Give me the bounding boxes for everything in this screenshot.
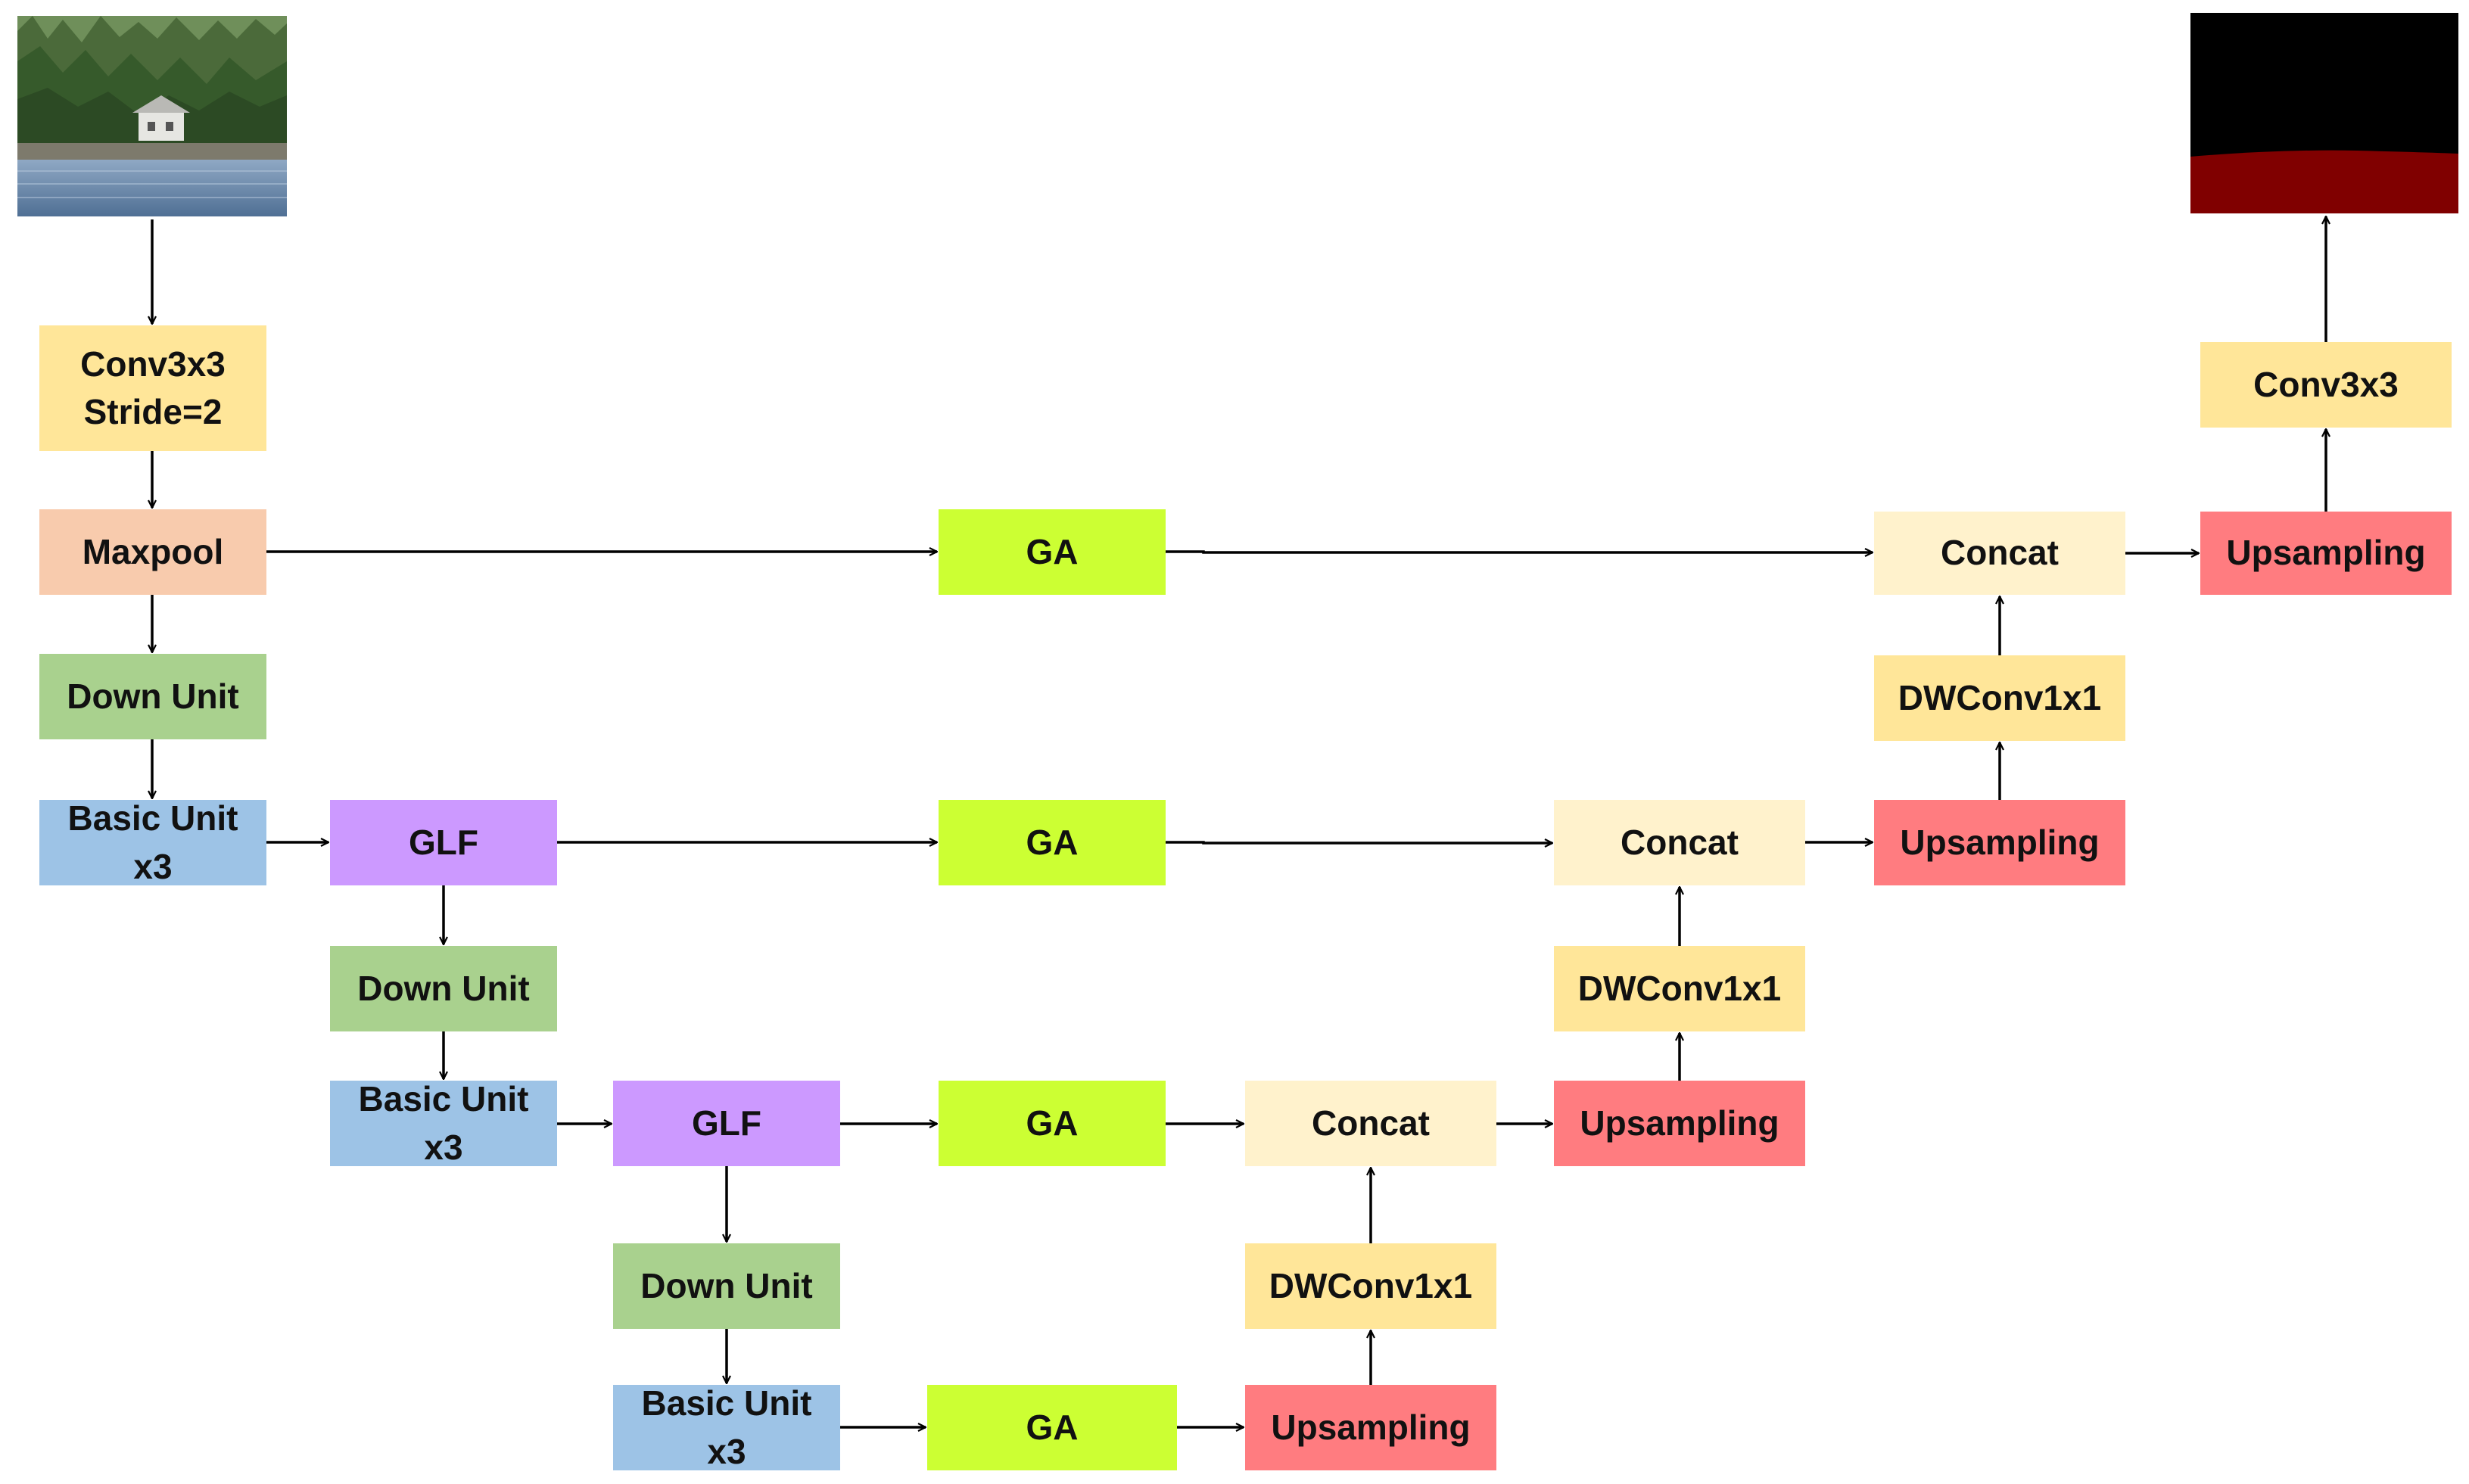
block-label: GA (1026, 1103, 1079, 1143)
block-label: Conv3x3 (2253, 364, 2399, 404)
block-label: GA (1026, 822, 1079, 862)
upsampling-1-block: Upsampling (1245, 1385, 1496, 1470)
down-unit-1-block: Down Unit (39, 654, 266, 739)
lake-house-photo-icon (17, 16, 287, 216)
block-label: GA (1026, 1407, 1079, 1447)
dwconv-1-block: DWConv1x1 (1245, 1243, 1496, 1329)
ga-3-block: GA (939, 1081, 1166, 1166)
block-label: Down Unit (640, 1265, 813, 1305)
block-label: GA (1026, 531, 1079, 571)
block-label: Upsampling (1900, 822, 2100, 862)
block-label: Maxpool (82, 531, 224, 571)
block-label: GLF (409, 822, 478, 862)
basic-unit-2-block: Basic Unit x3 (330, 1079, 557, 1167)
ga-4-block: GA (927, 1385, 1177, 1470)
arrow-ga2-to-concat2 (1166, 842, 1552, 843)
down-unit-3-block: Down Unit (613, 1243, 840, 1329)
upsampling-4-block: Upsampling (2200, 512, 2452, 595)
upsampling-2-block: Upsampling (1554, 1081, 1805, 1166)
block-label: Upsampling (2226, 533, 2426, 573)
block-label: Down Unit (357, 968, 530, 1008)
block-label: GLF (692, 1103, 761, 1143)
dwconv-3-block: DWConv1x1 (1874, 655, 2125, 741)
block-label: Down Unit (67, 676, 239, 716)
basic-unit-1-block: Basic Unit x3 (39, 798, 266, 886)
ga-1-block: GA (939, 509, 1166, 595)
block-label: Basic Unit x3 (641, 1383, 812, 1471)
basic-unit-3-block: Basic Unit x3 (613, 1383, 840, 1471)
concat-2-block: Concat (1554, 800, 1805, 885)
block-label: Conv3x3 Stride=2 (80, 344, 226, 431)
block-label: Concat (1941, 533, 2059, 573)
block-label: Upsampling (1271, 1407, 1471, 1447)
block-label: Upsampling (1580, 1103, 1779, 1143)
block-label: DWConv1x1 (1577, 968, 1782, 1008)
concat-3-block: Concat (1874, 512, 2125, 595)
glf-2-block: GLF (613, 1081, 840, 1166)
input-image (17, 16, 287, 216)
conv3x3-stride2-block: Conv3x3 Stride=2 (39, 325, 266, 451)
output-image (2190, 13, 2458, 213)
block-label: Concat (1621, 822, 1739, 862)
concat-1-block: Concat (1245, 1081, 1496, 1166)
down-unit-2-block: Down Unit (330, 946, 557, 1031)
block-label: Basic Unit x3 (358, 1079, 529, 1167)
segmentation-mask-icon (2190, 13, 2458, 213)
ga-2-block: GA (939, 800, 1166, 885)
conv3x3-out-block: Conv3x3 (2200, 342, 2452, 428)
block-label: Concat (1312, 1103, 1430, 1143)
maxpool-block: Maxpool (39, 509, 266, 595)
block-label: DWConv1x1 (1269, 1265, 1473, 1305)
upsampling-3-block: Upsampling (1874, 800, 2125, 885)
glf-1-block: GLF (330, 800, 557, 885)
block-label: Basic Unit x3 (67, 798, 238, 886)
block-label: DWConv1x1 (1898, 677, 2102, 717)
dwconv-2-block: DWConv1x1 (1554, 946, 1805, 1031)
